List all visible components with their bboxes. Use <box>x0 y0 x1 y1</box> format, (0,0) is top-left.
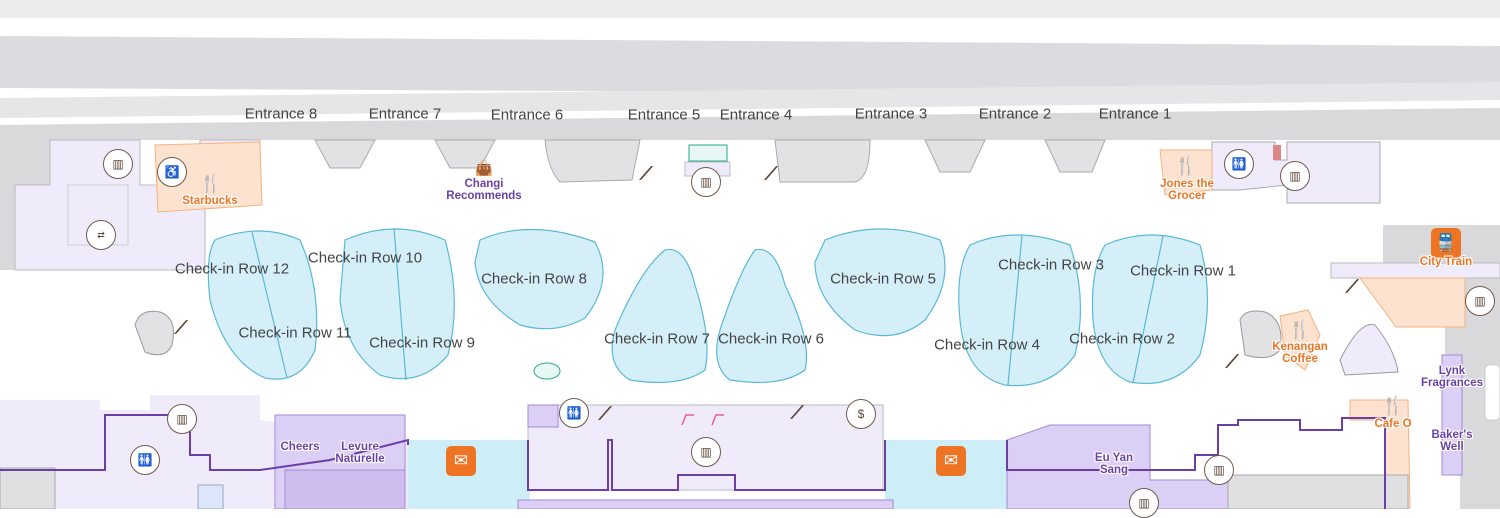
checkin-row-6[interactable]: Check-in Row 6 <box>718 330 824 348</box>
poi-starbucks[interactable]: Starbucks <box>182 194 238 207</box>
lift-icon[interactable]: ▥ <box>103 149 133 179</box>
terminal-wall <box>0 108 1500 222</box>
escalator-icon[interactable]: ⟋ <box>1345 276 1359 297</box>
poi-eu-yan-sang[interactable]: Eu Yan Sang <box>1094 451 1134 476</box>
checkin-row-8[interactable]: Check-in Row 8 <box>481 270 587 288</box>
road-band <box>0 0 1500 18</box>
entrance-6-label: Entrance 6 <box>490 106 564 124</box>
entrance-4-label: Entrance 4 <box>719 106 793 124</box>
restaurant-icon: 🍴 <box>1288 319 1312 340</box>
escalator-icon[interactable]: ⟋ <box>1225 351 1239 372</box>
entrance-3-label: Entrance 3 <box>854 105 928 123</box>
restaurant-icon: 🍴 <box>199 173 223 194</box>
road <box>0 82 1500 118</box>
restroom-icon[interactable]: 🚻 <box>130 445 160 475</box>
checkin-islands <box>207 228 1209 387</box>
checkin-row-5[interactable]: Check-in Row 5 <box>830 270 936 288</box>
entrance-1-label: Entrance 1 <box>1098 105 1172 123</box>
entrance-gates <box>314 139 1106 183</box>
checkin-row-12[interactable]: Check-in Row 12 <box>174 260 290 278</box>
restroom-icon[interactable]: 🚻 <box>559 398 589 428</box>
poi-cafe-o[interactable]: Cafe O <box>1374 417 1412 430</box>
checkin-row-10[interactable]: Check-in Row 10 <box>307 249 423 267</box>
service-counter-icon[interactable]: ✉ <box>936 446 966 476</box>
poi-kenangan-coffee[interactable]: Kenangan Coffee <box>1272 340 1328 365</box>
island-dividers <box>251 227 1164 386</box>
entrance-5-label: Entrance 5 <box>627 106 701 124</box>
lift-icon[interactable]: ▥ <box>691 437 721 467</box>
train-icon[interactable]: 🚆 <box>1431 228 1461 258</box>
checkin-row-7[interactable]: Check-in Row 7 <box>604 330 710 348</box>
checkin-row-11[interactable]: Check-in Row 11 <box>238 324 352 342</box>
lift-icon[interactable]: ▥ <box>691 167 721 197</box>
entrance-8-label: Entrance 8 <box>244 105 318 123</box>
checkin-row-4[interactable]: Check-in Row 4 <box>934 336 1040 354</box>
poi-changi-recommends[interactable]: Changi Recommends <box>446 177 522 202</box>
starbucks-area <box>154 141 263 213</box>
checkin-row-3[interactable]: Check-in Row 3 <box>998 256 1104 274</box>
poi-jones-the-grocer[interactable]: Jones the Grocer <box>1160 177 1214 202</box>
escalator-icon[interactable]: ⟋ <box>598 403 612 424</box>
wheelchair-icon[interactable]: ♿ <box>157 157 187 187</box>
lift-icon[interactable]: ▥ <box>167 404 197 434</box>
airside-boundary <box>0 414 409 471</box>
lift-icon[interactable]: ▥ <box>1465 286 1495 316</box>
poi-lynk-fragrances[interactable]: Lynk Fragrances <box>1420 364 1483 389</box>
checkin-row-2[interactable]: Check-in Row 2 <box>1069 330 1175 348</box>
side-panel-tab[interactable] <box>1484 364 1500 421</box>
poi-city-train[interactable]: City Train <box>1419 255 1473 268</box>
lift-icon[interactable]: ▥ <box>1129 488 1159 518</box>
restaurant-icon: 🍴 <box>1381 395 1405 416</box>
service-counter-icon[interactable]: ✉ <box>446 446 476 476</box>
escalator-icon[interactable]: ⟋ <box>790 402 804 423</box>
restroom-icon[interactable]: 🚻 <box>1224 149 1254 179</box>
checkin-row-9[interactable]: Check-in Row 9 <box>369 334 475 352</box>
escalator-icon[interactable]: ⟋ <box>764 163 778 184</box>
poi-levure-naturelle[interactable]: Levure Naturelle <box>335 440 385 465</box>
entrance-2-label: Entrance 2 <box>978 105 1052 123</box>
escalator-icon[interactable]: ⟋ <box>174 317 188 338</box>
entrance-7-label: Entrance 7 <box>368 105 442 123</box>
shopping-bag-icon: 👜 <box>474 160 494 177</box>
poi-cheers[interactable]: Cheers <box>280 440 320 453</box>
restaurant-icon: 🍴 <box>1174 155 1198 176</box>
lift-icon[interactable]: ▥ <box>1280 161 1310 191</box>
money-exchange-icon[interactable]: $ <box>846 399 876 429</box>
poi-bakers-well[interactable]: Baker's Well <box>1431 428 1473 453</box>
checkin-row-1[interactable]: Check-in Row 1 <box>1130 262 1236 280</box>
transfer-icon[interactable]: ⇄ <box>86 220 116 250</box>
lift-icon[interactable]: ▥ <box>1204 455 1234 485</box>
road <box>0 36 1500 96</box>
escalator-icon[interactable]: ⟋ <box>639 163 653 184</box>
